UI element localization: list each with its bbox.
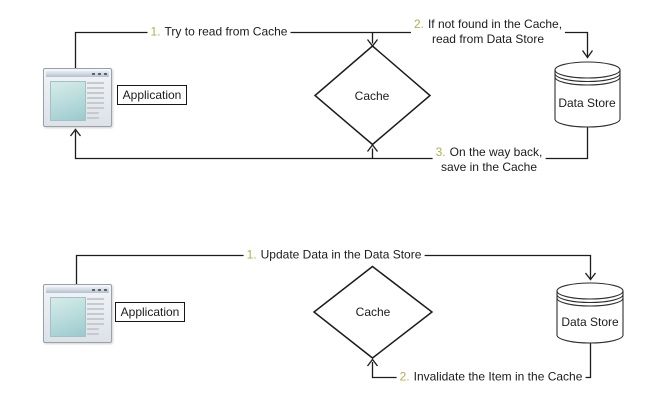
application-window-icon bbox=[43, 68, 112, 127]
step-text: If not found in the Cache, bbox=[427, 17, 563, 31]
application-label-text: Application bbox=[120, 305, 180, 319]
arrowhead-up-icon bbox=[366, 358, 379, 367]
arrowhead-down-icon bbox=[581, 50, 594, 59]
arrowhead-up-icon bbox=[69, 128, 82, 137]
step-line: 1.Try to read from Cache bbox=[151, 25, 288, 40]
step-text: On the way back, bbox=[449, 145, 543, 159]
step-line: 3.On the way back, bbox=[436, 145, 543, 160]
database-cylinder-icon bbox=[556, 282, 624, 344]
step-text: Invalidate the Item in the Cache bbox=[413, 369, 583, 384]
step-label: 3.On the way back, save in the Cache bbox=[432, 145, 546, 175]
window-titlebar bbox=[46, 287, 109, 293]
step-number: 3. bbox=[435, 145, 446, 159]
step-text: Try to read from Cache bbox=[164, 24, 288, 39]
step-label: 1.Try to read from Cache bbox=[147, 24, 291, 40]
step-label: 1.Update Data in the Data Store bbox=[243, 247, 425, 263]
application-window-icon bbox=[43, 284, 112, 343]
connector-read-from-cache bbox=[74, 31, 589, 68]
step-line: save in the Cache bbox=[440, 160, 538, 174]
application-label: Application bbox=[117, 85, 187, 105]
cache-diamond-shape bbox=[313, 45, 432, 146]
step-line: read from Data Store bbox=[431, 32, 545, 46]
window-controls-icon bbox=[91, 72, 107, 75]
step-number: 1. bbox=[150, 24, 161, 39]
step-label: 2.Invalidate the Item in the Cache bbox=[396, 369, 586, 385]
window-titlebar bbox=[46, 71, 109, 77]
step-text: Update Data in the Data Store bbox=[260, 247, 422, 262]
step-number: 2. bbox=[413, 17, 424, 31]
connector-return-save-in-cache bbox=[74, 127, 589, 160]
database-cylinder-icon bbox=[554, 61, 621, 128]
window-text-lines bbox=[87, 82, 104, 119]
window-content-pane bbox=[50, 297, 86, 337]
step-line: 2.Invalidate the Item in the Cache bbox=[400, 370, 583, 385]
step-label: 2.If not found in the Cache, read from D… bbox=[410, 17, 566, 47]
step-number: 1. bbox=[246, 247, 257, 262]
step-line: 1.Update Data in the Data Store bbox=[247, 248, 422, 263]
arrowhead-down-icon bbox=[584, 272, 597, 281]
window-controls-icon bbox=[91, 288, 107, 291]
application-label-text: Application bbox=[122, 88, 182, 102]
window-text-lines bbox=[87, 298, 104, 335]
data-store-label: Data Store bbox=[561, 315, 619, 329]
cache-label: Cache bbox=[354, 89, 390, 103]
window-content-pane bbox=[50, 81, 86, 121]
data-store-label: Data Store bbox=[558, 96, 616, 110]
step-line: 2.If not found in the Cache, bbox=[414, 17, 562, 32]
cache-label: Cache bbox=[355, 305, 391, 319]
cache-diamond-shape bbox=[312, 265, 434, 359]
application-label: Application bbox=[115, 302, 185, 322]
step-number: 2. bbox=[399, 369, 410, 384]
